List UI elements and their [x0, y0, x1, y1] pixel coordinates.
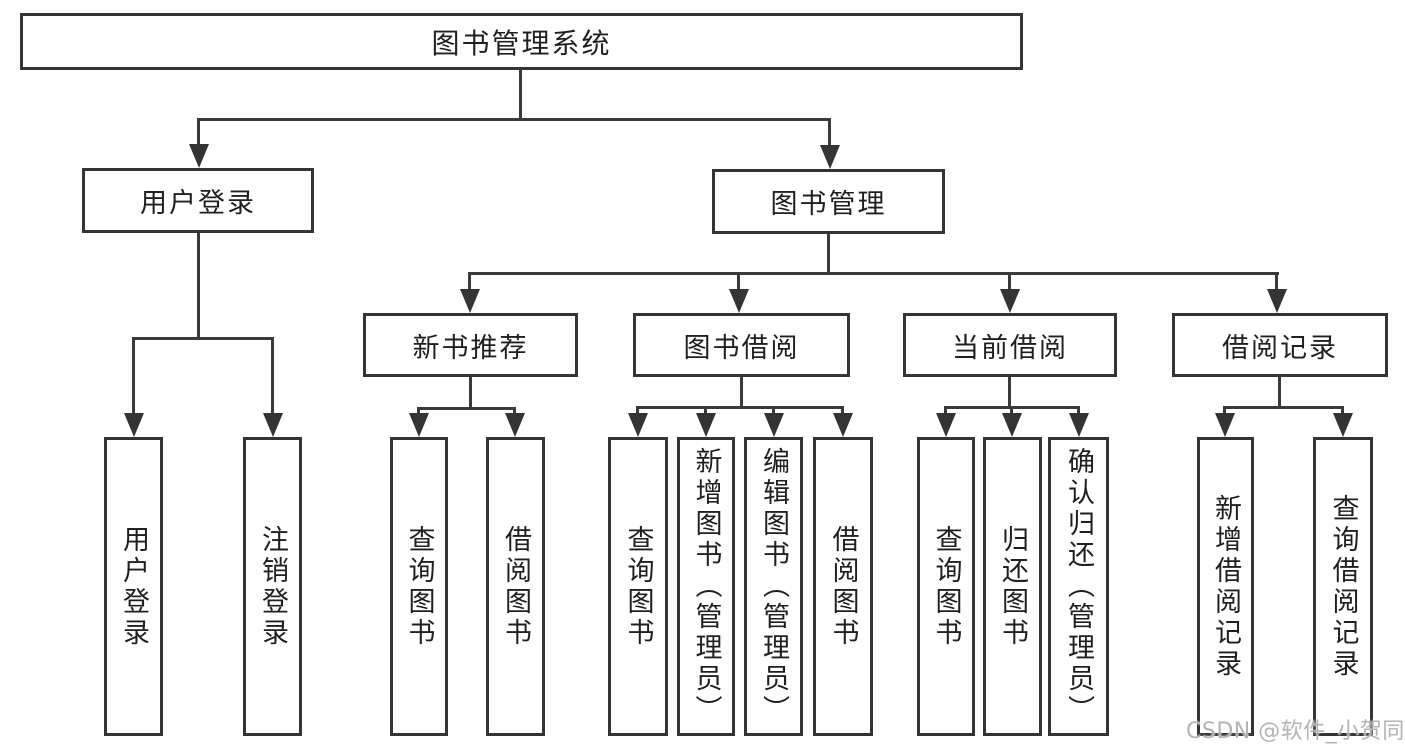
- node-label: 查询图书: [930, 524, 962, 649]
- connector-line: [1010, 406, 1013, 416]
- connector-arrowhead-icon: [695, 413, 716, 437]
- leaf-query-borrow-record: 查询借阅记录: [1313, 437, 1373, 736]
- leaf-query-books-current: 查询图书: [917, 437, 975, 736]
- connector-line: [1278, 377, 1281, 408]
- node-label: 借阅记录: [1222, 332, 1338, 364]
- connector-line: [704, 406, 707, 416]
- leaf-borrow-books-recommend: 借阅图书: [486, 437, 545, 736]
- node-current-borrowing: 当前借阅: [903, 313, 1117, 377]
- node-label: 新增借阅记录: [1210, 493, 1241, 680]
- connector-line: [737, 272, 740, 291]
- node-label: 图书管理: [770, 189, 887, 220]
- connector-arrowhead-icon: [188, 144, 209, 168]
- connector-line: [828, 118, 831, 148]
- leaf-return-books: 归还图书: [983, 437, 1042, 736]
- connector-line: [772, 406, 775, 416]
- connector-arrowhead-icon: [819, 145, 840, 169]
- connector-arrowhead-icon: [459, 289, 480, 313]
- connector-arrowhead-icon: [627, 413, 648, 437]
- connector-line: [636, 406, 844, 409]
- connector-line: [636, 406, 639, 416]
- node-root-library-system: 图书管理系统: [20, 13, 1023, 70]
- connector-arrowhead-icon: [262, 413, 283, 437]
- connector-line: [1223, 406, 1344, 409]
- connector-arrowhead-icon: [1068, 413, 1089, 437]
- connector-line: [827, 234, 830, 275]
- node-borrowing-records: 借阅记录: [1172, 313, 1388, 377]
- node-label: 借阅图书: [827, 524, 859, 649]
- connector-arrowhead-icon: [1001, 413, 1022, 437]
- leaf-query-books-borrowing: 查询图书: [608, 437, 668, 736]
- csdn-watermark: CSDN @软件_小贺同学: [1186, 719, 1405, 744]
- node-book-management-module: 图书管理: [712, 169, 945, 234]
- connector-line: [519, 69, 522, 120]
- node-label: 新书推荐: [412, 332, 529, 364]
- connector-arrowhead-icon: [1332, 413, 1353, 437]
- node-label: 用户登录: [140, 188, 256, 219]
- connector-line: [197, 233, 200, 340]
- connector-line: [1275, 272, 1278, 291]
- node-label: 查询借阅记录: [1327, 493, 1359, 680]
- connector-line: [468, 272, 1279, 275]
- node-label: 归还图书: [997, 524, 1028, 649]
- node-label: 编辑图书（管理员）: [758, 447, 789, 726]
- node-label: 图书管理系统: [431, 26, 612, 60]
- connector-line: [513, 407, 516, 416]
- connector-arrowhead-icon: [832, 413, 853, 437]
- connector-line: [469, 377, 472, 409]
- node-user-login-module: 用户登录: [82, 168, 314, 233]
- connector-arrowhead-icon: [763, 413, 784, 437]
- connector-line: [1223, 406, 1226, 416]
- connector-arrowhead-icon: [999, 289, 1020, 313]
- leaf-edit-books-admin: 编辑图书（管理员）: [744, 437, 803, 736]
- node-label: 确认归还（管理员）: [1063, 447, 1094, 726]
- connector-line: [271, 337, 274, 415]
- node-new-book-recommend: 新书推荐: [363, 313, 578, 377]
- connector-arrowhead-icon: [935, 413, 956, 437]
- connector-arrowhead-icon: [123, 413, 144, 437]
- connector-line: [740, 377, 743, 408]
- leaf-query-books-recommend: 查询图书: [390, 437, 448, 736]
- node-label: 图书借阅: [683, 332, 800, 364]
- node-label: 借阅图书: [500, 524, 531, 649]
- connector-line: [841, 406, 844, 416]
- connector-line: [132, 337, 135, 415]
- connector-arrowhead-icon: [728, 289, 749, 313]
- connector-line: [468, 272, 471, 291]
- leaf-add-borrow-record: 新增借阅记录: [1197, 437, 1254, 736]
- node-label: 查询图书: [403, 524, 435, 649]
- leaf-borrow-books: 借阅图书: [813, 437, 873, 736]
- node-label: 查询图书: [622, 524, 654, 649]
- connector-line: [197, 118, 831, 121]
- connector-line: [197, 118, 200, 148]
- connector-line: [1008, 377, 1011, 408]
- connector-arrowhead-icon: [1266, 289, 1287, 313]
- connector-line: [1341, 406, 1344, 416]
- leaf-add-books-admin: 新增图书（管理员）: [677, 437, 735, 736]
- connector-line: [1008, 272, 1011, 291]
- connector-line: [417, 407, 516, 410]
- node-book-borrowing: 图书借阅: [633, 313, 850, 377]
- leaf-confirm-return-admin: 确认归还（管理员）: [1048, 437, 1109, 736]
- connector-line: [944, 406, 947, 416]
- connector-arrowhead-icon: [408, 413, 429, 437]
- connector-line: [417, 407, 420, 416]
- leaf-logout: 注销登录: [243, 437, 302, 736]
- connector-line: [1077, 406, 1080, 416]
- node-label: 用户登录: [118, 524, 149, 649]
- leaf-user-login: 用户登录: [104, 437, 163, 736]
- node-label: 注销登录: [257, 524, 288, 649]
- node-label: 当前借阅: [952, 332, 1068, 364]
- connector-arrowhead-icon: [1214, 413, 1235, 437]
- connector-line: [132, 337, 274, 340]
- node-label: 新增图书（管理员）: [690, 447, 722, 726]
- connector-arrowhead-icon: [504, 413, 525, 437]
